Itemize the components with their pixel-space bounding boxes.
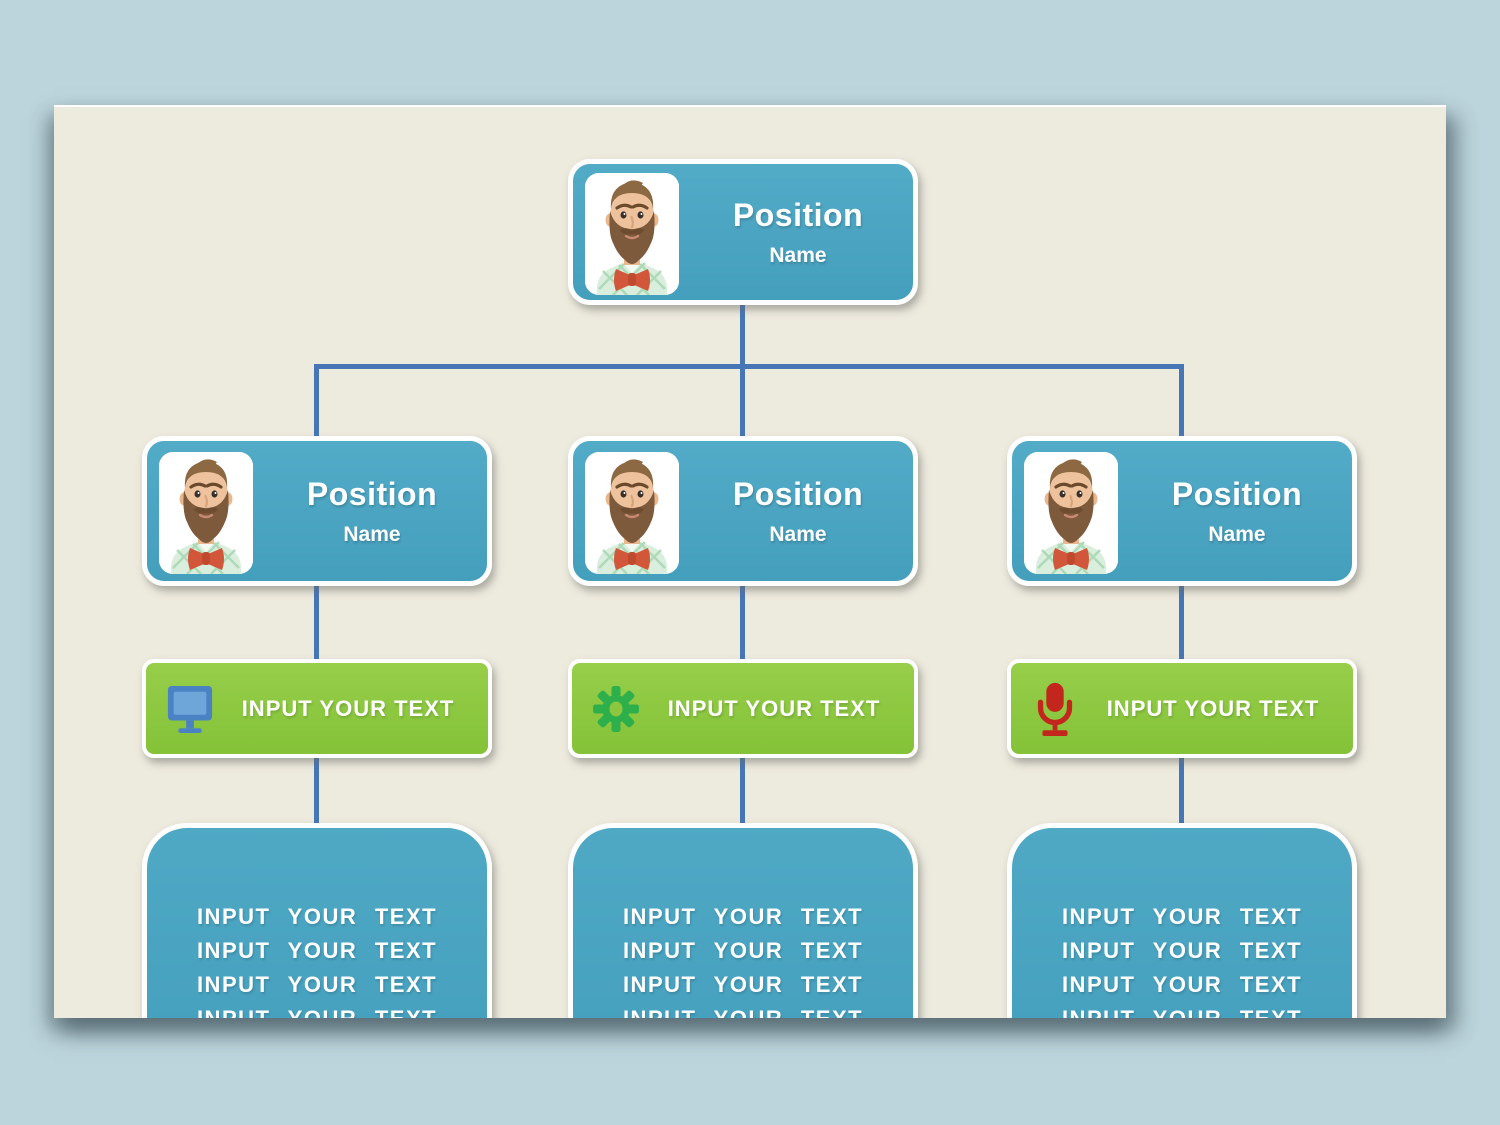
avatar-photo: [159, 452, 253, 574]
position-title: Position: [1171, 475, 1303, 512]
text-block-branch-3[interactable]: INPUT YOUR TEXT INPUT YOUR TEXT INPUT YO…: [1007, 823, 1357, 1018]
tag-branch-2[interactable]: INPUT YOUR TEXT: [568, 659, 918, 758]
tag-label: INPUT YOUR TEXT: [667, 695, 881, 721]
connector-horizontal: [314, 364, 1184, 369]
org-card-branch-2[interactable]: Position Name: [568, 436, 918, 586]
org-card-branch-3[interactable]: Position Name: [1007, 436, 1357, 586]
microphone-icon: [1031, 681, 1079, 737]
placeholder-line: INPUT YOUR TEXT: [1061, 904, 1303, 929]
text-block-branch-1[interactable]: INPUT YOUR TEXT INPUT YOUR TEXT INPUT YO…: [142, 823, 492, 1018]
placeholder-line: INPUT YOUR TEXT: [196, 938, 438, 963]
tag-label: INPUT YOUR TEXT: [241, 695, 455, 721]
connector-branch-2-drop: [740, 365, 745, 439]
connector-card-to-tag-1: [314, 584, 319, 662]
placeholder-line: INPUT YOUR TEXT: [147, 1002, 487, 1018]
gear-icon: [592, 681, 640, 737]
name-label: Name: [1208, 522, 1266, 546]
avatar-photo: [585, 452, 679, 574]
slide-canvas: Position Name Position Name Position Nam…: [54, 105, 1446, 1018]
position-title: Position: [732, 196, 864, 233]
name-label: Name: [769, 522, 827, 546]
placeholder-line: INPUT YOUR TEXT: [622, 938, 864, 963]
tag-branch-3[interactable]: INPUT YOUR TEXT: [1007, 659, 1357, 758]
connector-tag-to-block-3: [1179, 756, 1184, 826]
connector-card-to-tag-2: [740, 584, 745, 662]
connector-tag-to-block-2: [740, 756, 745, 826]
position-title: Position: [732, 475, 864, 512]
avatar-photo: [585, 173, 679, 295]
monitor-icon: [166, 681, 214, 737]
placeholder-line: INPUT YOUR TEXT: [622, 972, 864, 997]
tag-branch-1[interactable]: INPUT YOUR TEXT: [142, 659, 492, 758]
placeholder-line: INPUT YOUR TEXT: [1061, 938, 1303, 963]
position-title: Position: [306, 475, 438, 512]
connector-root-drop: [740, 305, 745, 367]
text-block-branch-2[interactable]: INPUT YOUR TEXT INPUT YOUR TEXT INPUT YO…: [568, 823, 918, 1018]
connector-branch-3-drop: [1179, 365, 1184, 439]
org-card-root[interactable]: Position Name: [568, 159, 918, 305]
tag-label: INPUT YOUR TEXT: [1106, 695, 1320, 721]
name-label: Name: [769, 243, 827, 267]
placeholder-line: INPUT YOUR TEXT: [196, 904, 438, 929]
name-label: Name: [343, 522, 401, 546]
placeholder-line: INPUT YOUR TEXT: [1012, 1002, 1352, 1018]
placeholder-line: INPUT YOUR TEXT: [573, 1002, 913, 1018]
connector-tag-to-block-1: [314, 756, 319, 826]
placeholder-line: INPUT YOUR TEXT: [196, 972, 438, 997]
placeholder-line: INPUT YOUR TEXT: [622, 904, 864, 929]
org-card-branch-1[interactable]: Position Name: [142, 436, 492, 586]
avatar-photo: [1024, 452, 1118, 574]
connector-card-to-tag-3: [1179, 584, 1184, 662]
connector-branch-1-drop: [314, 365, 319, 439]
placeholder-line: INPUT YOUR TEXT: [1061, 972, 1303, 997]
